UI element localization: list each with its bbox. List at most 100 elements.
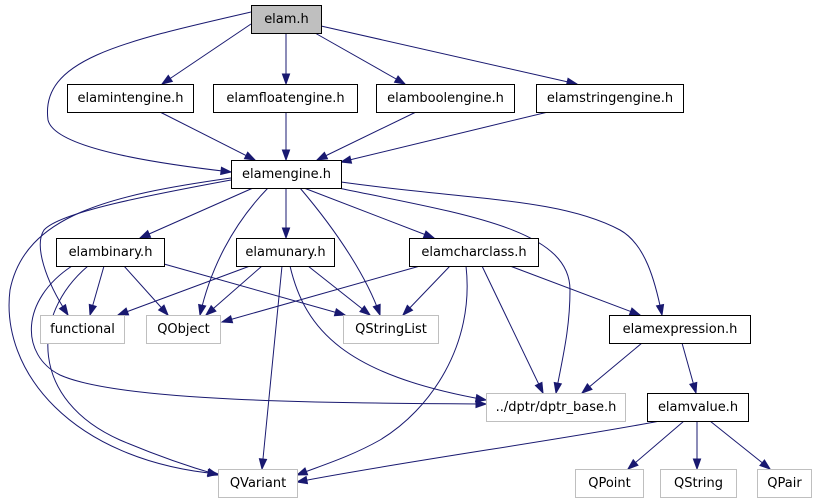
- edge-elamcharclass_h-to-dptr_base_h: [481, 265, 544, 395]
- arrowhead-icon: [359, 305, 372, 316]
- node-box: [40, 315, 125, 344]
- arrowhead-icon: [580, 382, 593, 394]
- node-box: [660, 469, 737, 498]
- edge-elamexpression_h-to-elamvalue_h: [681, 342, 698, 395]
- edge-line: [39, 179, 232, 316]
- arrowhead-icon: [198, 303, 207, 317]
- edge-line: [296, 420, 661, 483]
- edge-elamintengine_h-to-elamengine_h: [159, 111, 257, 161]
- edge-elambinary_h-to-QVariant: [47, 265, 220, 477]
- edge-elamunary_h-to-dptr_base_h: [289, 265, 488, 403]
- edge-elamcharclass_h-to-QObject: [220, 265, 421, 324]
- arrowhead-icon: [759, 459, 772, 470]
- edge-elamengine_h-to-QStringList: [299, 187, 381, 317]
- edge-elamstringengine_h-to-elamengine_h: [339, 111, 549, 164]
- edge-elambinary_h-to-dptr_base_h: [30, 265, 488, 409]
- arrowhead-icon: [157, 304, 169, 317]
- node-box: [536, 84, 684, 113]
- node-elamvalue-h[interactable]: elamvalue.h: [647, 393, 749, 422]
- edge-elamvalue_h-to-QPoint: [626, 420, 685, 470]
- edge-line: [402, 265, 451, 316]
- edge-line: [46, 11, 252, 173]
- arrowhead-icon: [626, 458, 639, 470]
- node-box: [236, 238, 335, 267]
- arrowhead-icon: [116, 307, 130, 316]
- node-box: [486, 393, 626, 422]
- node-box: [218, 469, 298, 498]
- node-label: QObject: [157, 322, 210, 337]
- edge-line: [163, 263, 346, 316]
- node-QPoint: QPoint: [575, 469, 644, 498]
- edge-elam_h-to-elamengine_h: [46, 11, 252, 176]
- arrowhead-icon: [655, 303, 665, 317]
- node-QString: QString: [660, 469, 737, 498]
- edge-elamcharclass_h-to-elamexpression_h: [509, 265, 642, 316]
- node-elamcharclass-h[interactable]: elamcharclass.h: [409, 238, 539, 267]
- node-elamboolengine-h[interactable]: elamboolengine.h: [376, 84, 515, 113]
- node-elambinary-h[interactable]: elambinary.h: [56, 238, 165, 267]
- edge-elamengine_h-to-elamexpression_h: [340, 181, 665, 317]
- edge-elamengine_h-to-elamcharclass_h: [303, 187, 436, 239]
- node-box: [67, 84, 194, 113]
- arrowhead-icon: [160, 74, 174, 85]
- arrowhead-icon: [258, 458, 268, 471]
- arrowhead-icon: [281, 73, 291, 86]
- edge-elam_h-to-elamboolengine_h: [314, 32, 407, 85]
- node-QStringList: QStringList: [343, 315, 439, 344]
- edge-elamunary_h-to-QVariant: [258, 265, 283, 471]
- arrowhead-icon: [220, 314, 234, 324]
- node-elamintengine-h[interactable]: elamintengine.h: [67, 84, 194, 113]
- arrowhead-icon: [315, 151, 329, 161]
- arrowhead-icon: [553, 381, 563, 395]
- edge-elamunary_h-to-QStringList: [307, 265, 372, 316]
- node-box: [231, 160, 342, 189]
- edge-line: [199, 187, 269, 316]
- node-label: ../dptr/dptr_base.h: [496, 400, 617, 415]
- node-label: QString: [674, 476, 723, 491]
- edge-elamengine_h-to-elambinary_h: [138, 187, 254, 239]
- node-dptr-base-h: ../dptr/dptr_base.h: [486, 393, 626, 422]
- node-box: [409, 238, 539, 267]
- edge-elamvalue_h-to-QPair: [709, 420, 772, 470]
- arrowhead-icon: [295, 475, 309, 485]
- node-QPair: QPair: [757, 469, 812, 498]
- edge-line: [627, 420, 685, 470]
- edge-line: [481, 265, 544, 394]
- arrowhead-icon: [422, 230, 436, 239]
- arrowhead-icon: [689, 381, 698, 395]
- node-label: elamboolengine.h: [387, 91, 504, 106]
- edge-elamvalue_h-to-QVariant: [295, 420, 661, 485]
- node-label: QStringList: [355, 322, 427, 337]
- edge-elam_h-to-elamintengine_h: [160, 23, 252, 85]
- edge-line: [261, 265, 283, 470]
- node-elamstringengine-h[interactable]: elamstringengine.h: [536, 84, 684, 113]
- edge-elambinary_h-to-functional: [88, 265, 105, 317]
- node-functional: functional: [40, 315, 125, 344]
- edge-line: [340, 181, 663, 316]
- node-elamfloatengine-h[interactable]: elamfloatengine.h: [213, 84, 358, 113]
- edge-elamboolengine_h-to-elamengine_h: [315, 111, 417, 161]
- edge-line: [340, 111, 549, 163]
- edge-line: [316, 111, 417, 161]
- node-elamexpression-h[interactable]: elamexpression.h: [609, 315, 751, 344]
- edge-line: [307, 265, 371, 316]
- edges-layer: [8, 11, 772, 485]
- edge-elamengine_h-to-functional: [39, 179, 232, 317]
- edge-line: [581, 342, 643, 394]
- arrowhead-icon: [243, 151, 257, 161]
- node-QObject: QObject: [146, 315, 221, 344]
- edge-line: [314, 32, 406, 85]
- arrowhead-icon: [475, 399, 488, 409]
- arrowhead-icon: [206, 467, 220, 477]
- edge-elamexpression_h-to-dptr_base_h: [580, 342, 643, 394]
- node-label: elamvalue.h: [658, 400, 738, 415]
- node-elam-h[interactable]: elam.h: [251, 5, 322, 34]
- node-elamunary-h[interactable]: elamunary.h: [236, 238, 335, 267]
- edge-line: [509, 265, 641, 316]
- node-label: functional: [50, 322, 115, 337]
- node-elamengine-h[interactable]: elamengine.h: [231, 160, 342, 189]
- node-box: [213, 84, 358, 113]
- edge-line: [161, 23, 252, 85]
- edge-line: [709, 420, 771, 470]
- arrowhead-icon: [295, 467, 309, 476]
